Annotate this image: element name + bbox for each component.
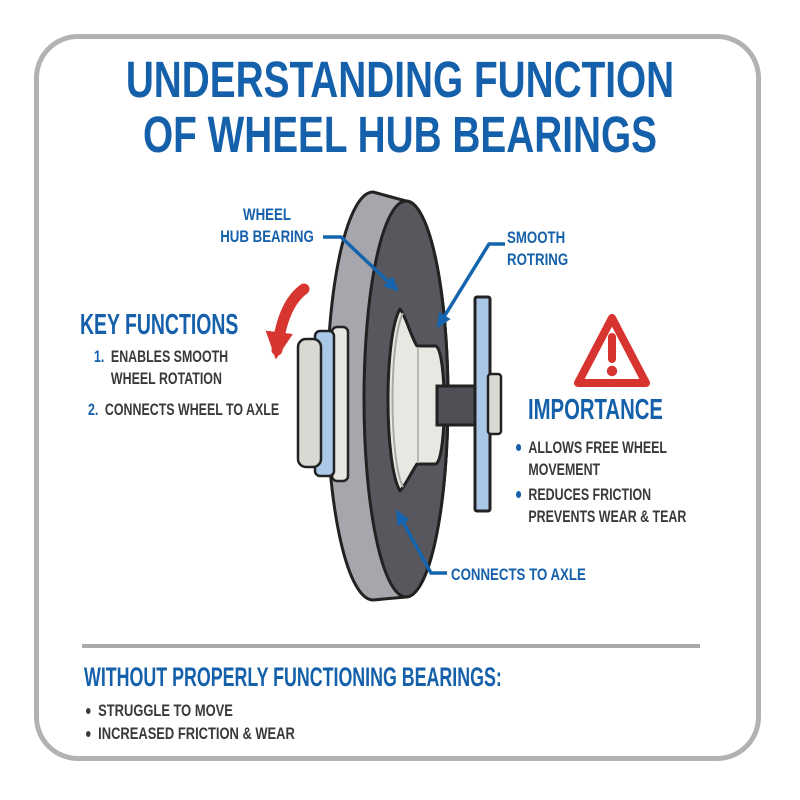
list-number-2: 2. (88, 400, 99, 419)
key-functions-item-1-line-2: WHEEL ROTATION (110, 368, 222, 388)
importance-item-1-text: ALLOWS FREE WHEEL MOVEMENT (528, 437, 667, 480)
footer-item-1: STRUGGLE TO MOVE (86, 700, 295, 722)
main-title: UNDERSTANDING FUNCTION OF WHEEL HUB BEAR… (96, 52, 704, 162)
smooth-rotring-line-2: ROTRING (507, 249, 569, 269)
connects-to-axle-label: CONNECTS TO AXLE (451, 565, 586, 584)
importance-item-2-text: REDUCES FRICTION PREVENTS WEAR & TEAR (528, 484, 686, 527)
footer-list: STRUGGLE TO MOVE INCREASED FRICTION & WE… (86, 700, 295, 744)
footer-item-1-text: STRUGGLE TO MOVE (98, 701, 233, 720)
key-functions-item-1-line-1: ENABLES SMOOTH (110, 347, 229, 366)
key-functions-item-1-text: ENABLES SMOOTH WHEEL ROTATION (111, 346, 228, 389)
wheel-hub-bearing-label: WHEEL HUB BEARING (201, 204, 334, 247)
importance-item-1: ALLOWS FREE WHEEL MOVEMENT (516, 437, 686, 480)
bullet-dot (86, 708, 91, 714)
key-functions-heading: KEY FUNCTIONS (80, 309, 239, 341)
importance-item-2-line-1: REDUCES FRICTION (528, 485, 652, 504)
bullet-dot (516, 491, 522, 498)
importance-item-2: REDUCES FRICTION PREVENTS WEAR & TEAR (516, 484, 686, 527)
footer-item-2: INCREASED FRICTION & WEAR (86, 723, 295, 745)
smooth-rotring-label: SMOOTH ROTRING (507, 227, 568, 270)
importance-item-2-line-2: PREVENTS WEAR & TEAR (528, 506, 687, 526)
key-functions-item-2: 2. CONNECTS WHEEL TO AXLE (88, 399, 279, 421)
wheel-hub-bearing-line-2: HUB BEARING (220, 226, 314, 246)
title-line-1: UNDERSTANDING FUNCTION (125, 51, 675, 108)
importance-item-1-line-1: ALLOWS FREE WHEEL (528, 438, 667, 457)
bullet-dot (86, 730, 91, 737)
importance-item-1-line-2: MOVEMENT (528, 459, 601, 479)
importance-heading: IMPORTANCE (528, 394, 663, 426)
footer-heading: WITHOUT PROPERLY FUNCTIONING BEARINGS: (84, 662, 502, 692)
smooth-rotring-line-1: SMOOTH (507, 228, 566, 247)
key-functions-item-1: 1. ENABLES SMOOTH WHEEL ROTATION (94, 346, 228, 389)
title-line-2: OF WHEEL HUB BEARINGS (143, 106, 657, 163)
wheel-hub-bearing-line-1: WHEEL (243, 205, 291, 224)
list-number-1: 1. (94, 347, 105, 366)
bullet-dot (516, 444, 522, 451)
importance-list: ALLOWS FREE WHEEL MOVEMENT REDUCES FRICT… (516, 437, 686, 527)
key-functions-item-2-line-1: CONNECTS WHEEL TO AXLE (104, 400, 280, 419)
footer-item-2-text: INCREASED FRICTION & WEAR (98, 723, 295, 743)
